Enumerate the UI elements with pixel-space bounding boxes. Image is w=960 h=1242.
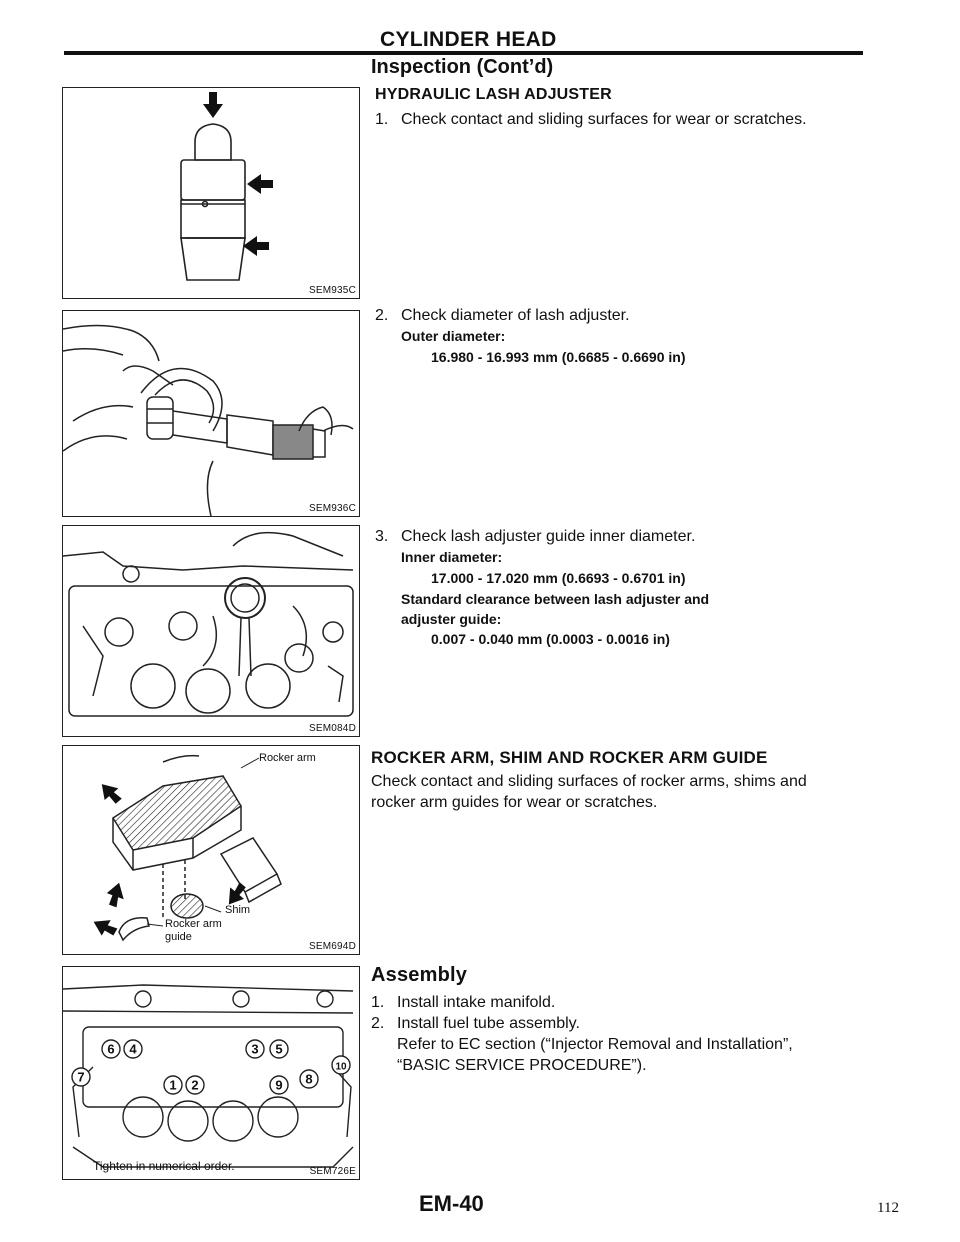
figure-micrometer: SEM936C — [62, 310, 360, 517]
arrow-icon — [106, 882, 124, 908]
figure-code: SEM936C — [309, 503, 356, 514]
label-shim: Shim — [225, 904, 251, 916]
assembly-heading: Assembly — [371, 964, 468, 986]
assembly-step-1: 1. Install intake manifold. — [371, 992, 871, 1013]
page-subtitle: Inspection (Cont’d) — [371, 56, 554, 78]
figure-lash-adjuster: SEM935C — [62, 87, 360, 299]
inner-diameter-label: Inner diameter: — [401, 549, 503, 565]
lash-adjuster-drawing — [180, 92, 273, 281]
step-text: Install fuel tube assembly. — [397, 1015, 580, 1032]
lash-step-1: 1. Check contact and sliding surfaces for… — [375, 109, 875, 130]
figure-code: SEM084D — [309, 723, 356, 734]
label-tighten-order: Tighten in numerical order. — [93, 1159, 235, 1173]
section-title: CYLINDER HEAD — [380, 28, 557, 51]
clearance-label-line-1: Standard clearance between lash adjuster… — [401, 591, 710, 607]
bolt-number: 8 — [305, 1072, 312, 1087]
inner-diameter-value: 17.000 - 17.020 mm (0.6693 - 0.6701 in) — [431, 570, 686, 586]
rocker-heading: ROCKER ARM, SHIM AND ROCKER ARM GUIDE — [371, 748, 768, 767]
figure-code: SEM726E — [309, 1166, 356, 1177]
arrow-down-icon — [203, 92, 223, 118]
arrow-icon — [101, 784, 122, 804]
step-number: 1. — [371, 994, 385, 1011]
bolt-number: 9 — [275, 1078, 282, 1093]
step-number: 2. — [375, 307, 389, 324]
label-guide-line-2: guide — [165, 931, 192, 943]
clearance-value: 0.007 - 0.040 mm (0.0003 - 0.0016 in) — [431, 631, 670, 647]
header-rule — [64, 51, 863, 55]
bolt-number: 10 — [335, 1062, 347, 1073]
figure-rocker-arm: Rocker arm Shim Rocker arm guide SEM694D — [62, 745, 360, 955]
bolt-number: 1 — [169, 1078, 176, 1093]
bolt-number: 7 — [77, 1070, 84, 1085]
bolt-marker — [163, 1075, 183, 1095]
figure-code: SEM935C — [309, 285, 356, 296]
bolt-number: 2 — [191, 1078, 198, 1093]
bolt-marker — [331, 1055, 351, 1075]
bolt-marker — [123, 1039, 143, 1059]
label-guide-line-1: Rocker arm — [165, 918, 222, 930]
bolt-number: 5 — [275, 1042, 282, 1057]
arrow-left-icon — [247, 174, 273, 194]
step-text: Check contact and sliding surfaces for w… — [401, 111, 807, 128]
page-number: 112 — [877, 1200, 899, 1216]
figure-bore-gauge: SEM084D — [62, 525, 360, 737]
bolt-marker — [269, 1039, 289, 1059]
bolt-number: 4 — [129, 1042, 137, 1057]
assembly-step-2-line-2: Refer to EC section (“Injector Removal a… — [397, 1036, 793, 1053]
rocker-arm-drawing — [93, 754, 282, 942]
lash-adjuster-heading: HYDRAULIC LASH ADJUSTER — [375, 86, 612, 103]
step-text: Check lash adjuster guide inner diameter… — [401, 528, 696, 545]
section-page-number: EM-40 — [419, 1191, 484, 1216]
assembly-step-2: 2. Install fuel tube assembly. — [371, 1013, 871, 1034]
bolt-marker — [185, 1075, 205, 1095]
step-text: Install intake manifold. — [397, 994, 556, 1011]
arrow-left-icon — [243, 236, 269, 256]
bolt-number: 6 — [107, 1042, 114, 1057]
bore-gauge-drawing — [63, 531, 354, 717]
micrometer-drawing — [63, 324, 354, 516]
bolt-marker — [101, 1039, 121, 1059]
bolt-marker — [71, 1067, 91, 1087]
outer-diameter-label: Outer diameter: — [401, 328, 506, 344]
arrow-icon — [228, 882, 246, 905]
lash-step-3: 3. Check lash adjuster guide inner diamet… — [375, 526, 875, 547]
step-text: Check diameter of lash adjuster. — [401, 307, 630, 324]
rocker-text-line-2: rocker arm guides for wear or scratches. — [371, 794, 658, 811]
arrow-icon — [93, 920, 118, 936]
bolt-number: 3 — [251, 1042, 258, 1057]
step-number: 3. — [375, 528, 389, 545]
bolt-marker — [245, 1039, 265, 1059]
step-number: 2. — [371, 1015, 385, 1032]
step-number: 1. — [375, 111, 389, 128]
lash-step-2: 2. Check diameter of lash adjuster. — [375, 305, 875, 326]
label-rocker-arm: Rocker arm — [259, 752, 316, 764]
bolt-marker — [299, 1069, 319, 1089]
bolt-marker — [269, 1075, 289, 1095]
figure-code: SEM694D — [309, 941, 356, 952]
clearance-label-line-2: adjuster guide: — [401, 611, 502, 627]
assembly-step-2-line-3: “BASIC SERVICE PROCEDURE”). — [397, 1057, 647, 1074]
rocker-text-line-1: Check contact and sliding surfaces of ro… — [371, 773, 807, 790]
outer-diameter-value: 16.980 - 16.993 mm (0.6685 - 0.6690 in) — [431, 349, 686, 365]
